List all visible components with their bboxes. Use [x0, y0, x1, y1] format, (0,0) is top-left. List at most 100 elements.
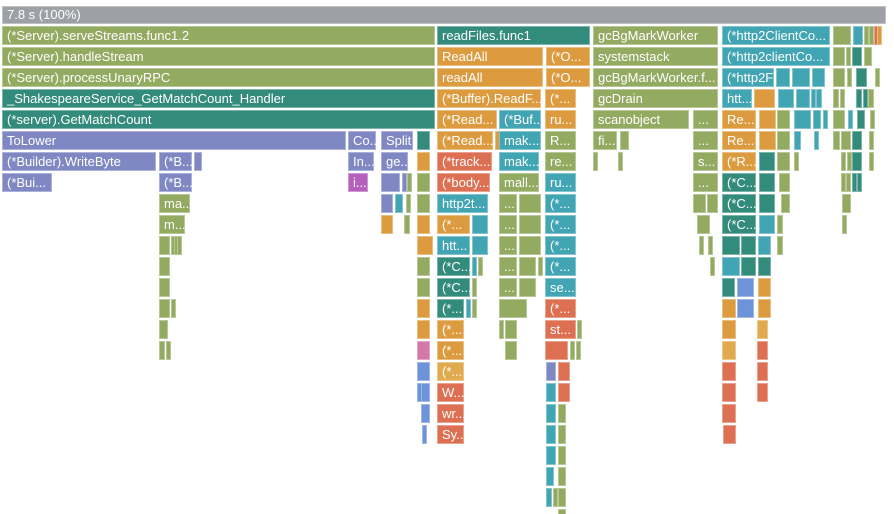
- flame-frame[interactable]: [417, 299, 430, 318]
- flame-frame[interactable]: (*...: [545, 257, 576, 276]
- flame-frame[interactable]: [472, 299, 477, 318]
- flame-frame[interactable]: [546, 404, 556, 423]
- flame-frame[interactable]: [758, 278, 771, 297]
- flame-frame[interactable]: (*body...: [437, 173, 490, 192]
- flame-frame[interactable]: [792, 68, 810, 87]
- flame-frame[interactable]: [577, 320, 582, 339]
- flame-frame[interactable]: (*...: [545, 215, 576, 234]
- flame-frame[interactable]: [478, 257, 483, 276]
- flame-frame[interactable]: [519, 215, 541, 234]
- flame-frame[interactable]: ru...: [545, 110, 576, 129]
- flame-frame[interactable]: (*Builder).WriteByte: [2, 152, 156, 171]
- flame-frame[interactable]: [777, 152, 790, 171]
- flame-frame[interactable]: [758, 299, 771, 318]
- flame-frame[interactable]: [472, 278, 477, 297]
- flame-frame[interactable]: [869, 26, 874, 45]
- flame-frame[interactable]: (*C...: [437, 278, 470, 297]
- flame-frame[interactable]: [853, 26, 863, 45]
- flame-frame[interactable]: [159, 341, 165, 360]
- flame-frame[interactable]: [499, 299, 527, 318]
- flame-frame[interactable]: (*R...: [722, 152, 756, 171]
- flame-frame[interactable]: [505, 341, 517, 360]
- flame-frame[interactable]: [417, 131, 430, 150]
- flame-frame[interactable]: (*O...: [546, 47, 590, 66]
- flame-frame[interactable]: Co...: [348, 131, 376, 150]
- flame-frame[interactable]: [558, 404, 566, 423]
- flame-frame[interactable]: (*...: [545, 299, 576, 318]
- flame-frame[interactable]: [417, 173, 430, 192]
- flame-frame[interactable]: (*Server).handleStream: [2, 47, 435, 66]
- flame-frame[interactable]: (*server).GetMatchCount: [2, 110, 435, 129]
- flame-frame[interactable]: [794, 131, 801, 150]
- flame-frame[interactable]: [846, 47, 851, 66]
- flame-frame[interactable]: [177, 236, 182, 255]
- flame-frame[interactable]: (*O...: [546, 68, 590, 87]
- flame-frame[interactable]: [759, 152, 775, 171]
- flame-frame[interactable]: [759, 110, 776, 129]
- flame-frame[interactable]: [558, 488, 566, 507]
- flame-frame[interactable]: [693, 194, 706, 213]
- flame-frame[interactable]: [833, 131, 840, 150]
- flame-frame[interactable]: [576, 341, 581, 360]
- flame-frame[interactable]: [381, 173, 400, 192]
- flame-frame[interactable]: htt...: [437, 236, 470, 255]
- flame-frame[interactable]: [519, 257, 536, 276]
- flame-frame[interactable]: [546, 446, 556, 465]
- flame-frame[interactable]: [777, 110, 790, 129]
- flame-frame[interactable]: Re...: [722, 131, 756, 150]
- flame-frame[interactable]: [741, 236, 756, 255]
- flame-frame[interactable]: ToLower: [2, 131, 346, 150]
- flame-frame[interactable]: [402, 173, 407, 192]
- flame-frame[interactable]: htt...: [722, 89, 752, 108]
- flame-frame[interactable]: [194, 152, 202, 171]
- flame-frame[interactable]: [171, 236, 176, 255]
- flame-frame[interactable]: [794, 110, 811, 129]
- flame-frame[interactable]: Re...: [722, 110, 756, 129]
- flame-frame[interactable]: [519, 278, 536, 297]
- flame-frame[interactable]: [417, 194, 430, 213]
- flame-frame[interactable]: (*C...: [722, 194, 756, 213]
- flame-frame[interactable]: [495, 131, 500, 150]
- flame-frame[interactable]: [381, 215, 393, 234]
- flame-frame[interactable]: [741, 257, 756, 276]
- flame-frame[interactable]: [776, 68, 790, 87]
- flame-frame[interactable]: [466, 299, 471, 318]
- flame-frame[interactable]: ...: [499, 236, 517, 255]
- flame-frame[interactable]: Split: [381, 131, 413, 150]
- flame-frame[interactable]: [870, 110, 875, 129]
- flame-frame[interactable]: [546, 383, 556, 402]
- flame-frame[interactable]: [707, 194, 718, 213]
- flame-frame[interactable]: [875, 68, 880, 87]
- flame-frame[interactable]: R...: [545, 131, 576, 150]
- flame-frame[interactable]: [593, 152, 598, 171]
- flame-frame[interactable]: ReadAll: [437, 47, 543, 66]
- flame-frame[interactable]: re...: [545, 152, 576, 171]
- flame-frame[interactable]: s...: [693, 152, 718, 171]
- flame-frame[interactable]: (*C...: [437, 257, 470, 276]
- flame-frame[interactable]: [422, 425, 427, 444]
- flame-frame[interactable]: (*...: [437, 299, 464, 318]
- flame-frame[interactable]: [417, 236, 433, 255]
- flame-frame[interactable]: [833, 110, 845, 129]
- flame-frame[interactable]: [848, 110, 853, 129]
- flame-frame[interactable]: [570, 341, 575, 360]
- flame-frame[interactable]: _ShakespeareService_GetMatchCount_Handle…: [2, 89, 435, 108]
- flame-frame[interactable]: (*C...: [722, 173, 756, 192]
- flame-frame[interactable]: st...: [545, 320, 576, 339]
- flame-frame[interactable]: [841, 131, 851, 150]
- flame-frame[interactable]: [159, 257, 170, 276]
- flame-frame[interactable]: [816, 89, 822, 108]
- flame-frame[interactable]: [856, 89, 862, 108]
- flame-frame[interactable]: [877, 26, 882, 45]
- flame-frame[interactable]: fi...: [593, 131, 617, 150]
- flame-frame[interactable]: [546, 425, 556, 444]
- flame-frame[interactable]: [505, 320, 517, 339]
- flame-frame[interactable]: [620, 131, 629, 150]
- flame-frame[interactable]: [852, 47, 862, 66]
- flame-root-frame[interactable]: 7.8 s (100%): [2, 6, 886, 24]
- flame-frame[interactable]: [519, 194, 541, 213]
- flame-frame[interactable]: (*C...: [722, 215, 756, 234]
- flame-frame[interactable]: [852, 152, 862, 171]
- flame-frame[interactable]: [421, 383, 430, 402]
- flame-frame[interactable]: gcBgMarkWorker.f...: [593, 68, 718, 87]
